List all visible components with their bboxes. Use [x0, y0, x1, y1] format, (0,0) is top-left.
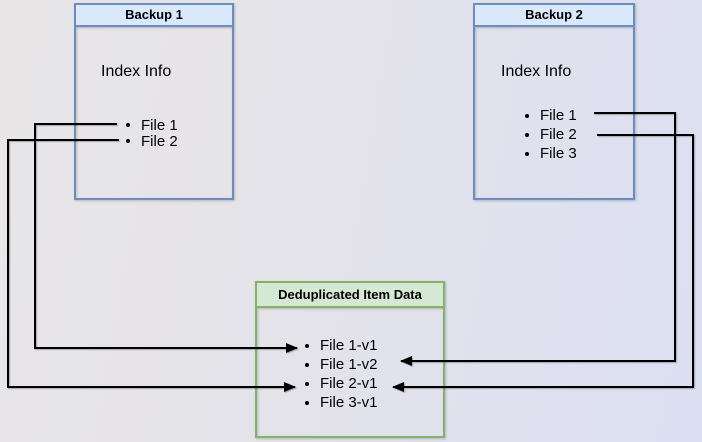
list-item: File 1: [525, 106, 577, 125]
list-item-label: File 3: [540, 145, 577, 162]
list-item: File 2-v1: [305, 374, 378, 393]
backup1-file-list: File 1 File 2: [126, 116, 178, 150]
bullet-icon: [126, 123, 130, 127]
backup1-index-info-label: Index Info: [101, 63, 172, 80]
list-item-label: File 1-v2: [320, 356, 378, 373]
backup1-title: Backup 1: [76, 5, 232, 27]
bullet-icon: [525, 132, 529, 137]
bullet-icon: [525, 151, 529, 156]
bullet-icon: [305, 381, 309, 386]
backup2-index-info-label: Index Info: [501, 63, 572, 80]
backup2-box: Backup 2: [473, 3, 635, 200]
list-item: File 1: [126, 116, 178, 134]
list-item-label: File 1: [141, 116, 178, 134]
list-item-label: File 2-v1: [320, 375, 378, 392]
bullet-icon: [305, 400, 309, 405]
dedup-title: Deduplicated Item Data: [257, 283, 443, 308]
bullet-icon: [305, 362, 309, 367]
list-item: File 3: [525, 144, 577, 163]
list-item-label: File 3-v1: [320, 394, 378, 411]
list-item: File 1-v2: [305, 355, 378, 374]
bullet-icon: [126, 139, 130, 143]
list-item-label: File 2: [540, 126, 577, 143]
bullet-icon: [525, 113, 529, 118]
list-item: File 3-v1: [305, 393, 378, 412]
dedup-file-list: File 1-v1 File 1-v2 File 2-v1 File 3-v1: [305, 336, 378, 412]
list-item: File 1-v1: [305, 336, 378, 355]
list-item-label: File 1: [540, 107, 577, 124]
backup2-title: Backup 2: [475, 5, 633, 27]
bullet-icon: [305, 343, 309, 348]
list-item: File 2: [126, 132, 178, 150]
backup1-box: Backup 1: [74, 3, 234, 200]
list-item-label: File 2: [141, 132, 178, 150]
backup2-file-list: File 1 File 2 File 3: [525, 106, 577, 163]
list-item-label: File 1-v1: [320, 337, 378, 354]
list-item: File 2: [525, 125, 577, 144]
